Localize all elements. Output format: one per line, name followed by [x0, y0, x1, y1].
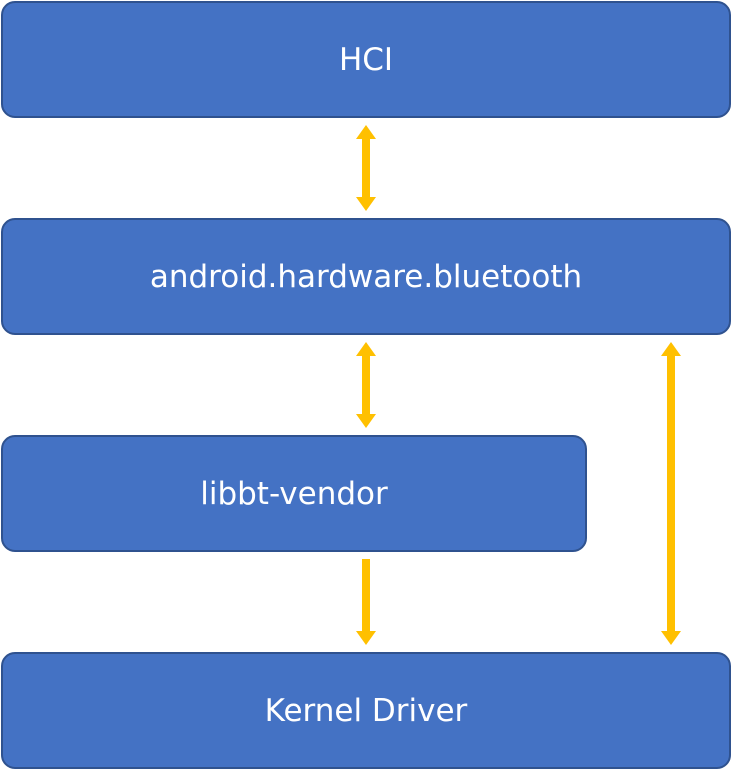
vendor-label: libbt-vendor	[200, 475, 388, 512]
kernel-box: Kernel Driver	[1, 652, 731, 769]
arrow-hal-vendor	[356, 342, 376, 428]
hal-box: android.hardware.bluetooth	[1, 218, 731, 335]
arrow-hal-kernel	[661, 342, 681, 645]
hci-label: HCI	[338, 41, 394, 78]
arrow-vendor-kernel	[356, 559, 376, 645]
hal-label: android.hardware.bluetooth	[149, 258, 583, 295]
vendor-box: libbt-vendor	[1, 435, 587, 552]
arrow-hci-hal	[356, 125, 376, 211]
hci-box: HCI	[1, 1, 731, 118]
kernel-label: Kernel Driver	[264, 692, 468, 729]
